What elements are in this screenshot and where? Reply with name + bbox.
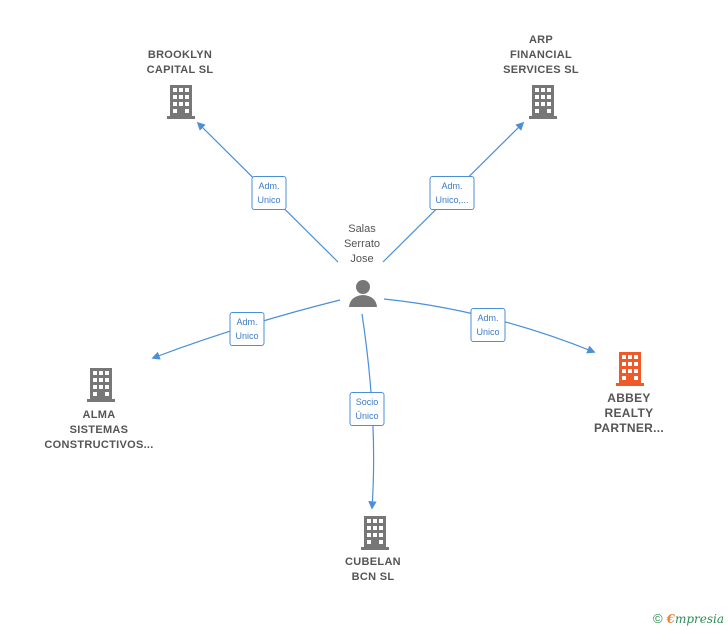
footer-brand: © €mpresia [653,611,724,626]
company-name-line: SISTEMAS [69,424,129,436]
company-name-line: SERVICES SL [503,64,579,76]
person-name-line: Serrato [343,238,381,250]
edge-label-line: Unico [476,327,500,337]
copyright-symbol: © [652,611,663,626]
edge-label-line: Socio [355,397,379,407]
company-label-arp[interactable]: ARP FINANCIAL SERVICES SL [503,33,579,78]
building-icon[interactable] [166,85,196,119]
company-name-line: BROOKLYN [147,49,213,61]
edge-label-line: Unico [235,331,259,341]
company-name-line: ABBEY [607,391,651,405]
edge-label-brooklyn[interactable]: Adm. Unico [251,176,287,210]
edge-label-abbey[interactable]: Adm. Unico [470,308,506,342]
edge-label-line: Adm. [258,181,280,191]
company-name-line: ALMA [82,409,116,421]
company-label-alma[interactable]: ALMA SISTEMAS CONSTRUCTIVOS... [44,408,153,453]
company-name-line: CUBELAN [345,556,401,568]
person-name-label: Salas Serrato Jose [344,222,380,267]
company-name-line: FINANCIAL [510,49,572,61]
edge-label-line: Único [355,411,379,421]
person-icon[interactable] [348,278,378,308]
company-name-line: REALTY [604,406,654,420]
building-icon[interactable] [86,368,116,402]
company-label-abbey[interactable]: ABBEY REALTY PARTNER... [594,391,664,436]
edge-label-line: Adm. [477,313,499,323]
brand-initial: € [666,611,675,626]
brand-logo: €mpresia [667,612,724,626]
company-label-brooklyn[interactable]: BROOKLYN CAPITAL SL [147,48,214,78]
edge-label-line: Adm. [441,181,463,191]
edge-label-line: Adm. [236,317,258,327]
building-icon[interactable] [360,516,390,550]
company-name-line: BCN SL [351,571,395,583]
company-name-line: PARTNER... [593,421,665,435]
edge-label-arp[interactable]: Adm. Unico,... [429,176,475,210]
company-name-line: CAPITAL SL [146,64,214,76]
building-icon[interactable] [528,85,558,119]
edge-label-line: Unico [257,195,281,205]
brand-name: mpresia [674,611,724,626]
company-label-cubelan[interactable]: CUBELAN BCN SL [345,555,401,585]
company-name-line: CONSTRUCTIVOS... [44,439,154,451]
edge-label-alma[interactable]: Adm. Unico [229,312,265,346]
edge-label-line: Unico,... [435,195,469,205]
company-name-line: ARP [528,34,554,46]
edge-label-cubelan[interactable]: Socio Único [349,392,385,426]
person-name-line: Jose [350,253,374,265]
building-icon-highlighted[interactable] [615,352,645,386]
person-name-line: Salas [348,223,376,235]
